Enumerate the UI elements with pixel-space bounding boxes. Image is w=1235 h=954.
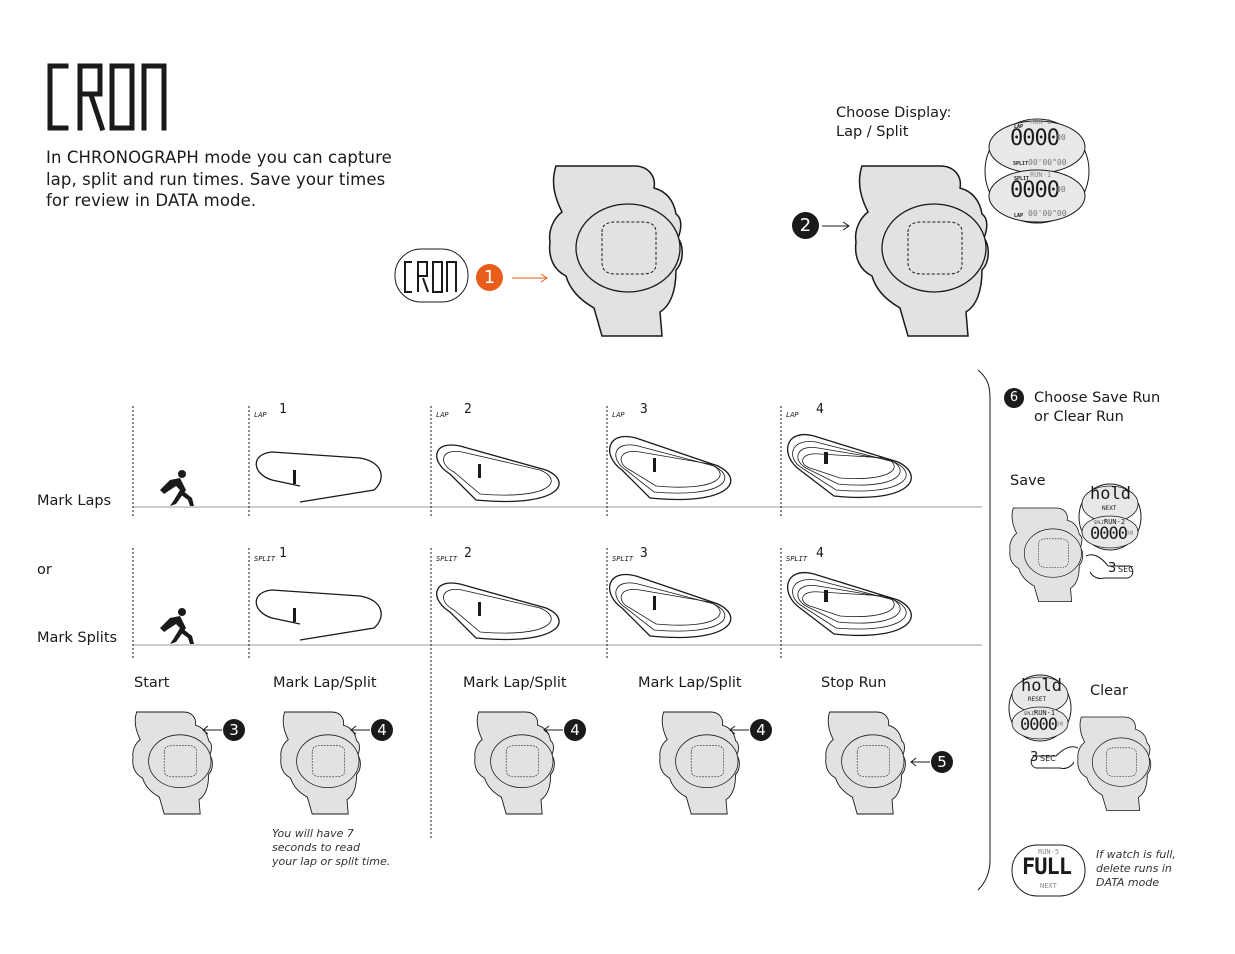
runner-icon-laps [160,470,194,506]
mark-laps-label: Mark Laps [37,493,112,509]
clear-reset-text: RESET [1028,696,1047,703]
clear-run-text: RUN-1 [1034,709,1056,717]
clear-big-digits: 0000 [1020,715,1058,735]
lap-2-num: 2 [464,402,472,417]
lap-4-label: LAP [786,411,799,419]
step-4-badge-c: 4 [750,719,772,741]
start-label: Start [134,675,170,691]
disp-a-bottom-label: SPLIT [1013,161,1029,167]
cron-title-lcd [47,63,167,132]
step-4-badge-b: 4 [564,719,586,741]
lap-3-num: 3 [640,402,648,417]
mark-splits-label: Mark Splits [37,630,118,646]
clear-sec-value: 3 [1030,750,1039,765]
disp-b-run: RUN-1 [1030,171,1052,179]
disp-b-big: 0000 [1010,178,1060,203]
save-next-text: NEXT [1102,505,1117,512]
disp-a-big: 0000 [1010,126,1060,151]
watch-stop [825,711,906,815]
mark-lap-split-label-3: Mark Lap/Split [638,675,742,691]
watch-clear [1077,716,1152,811]
clear-small-digits: 00 [1056,721,1064,728]
lap-4-num: 4 [816,402,824,417]
lap-tracks [255,433,912,503]
watch-mark1 [280,711,361,815]
split-4-num: 4 [816,546,824,561]
watch-step1 [548,165,684,337]
disp-b-bottom-time: 00'00"00 [1028,209,1067,218]
lap-1-label: LAP [254,411,267,419]
clear-sec-unit: SEC [1040,754,1056,763]
lap-2-label: LAP [436,411,449,419]
full-display-bubble [1011,844,1086,897]
step-5-badge: 5 [931,751,953,773]
step-6-badge: 6 [1004,388,1024,408]
lap-3-label: LAP [612,411,625,419]
runner-icon-splits [160,608,194,644]
save-sec-unit: SEC [1118,565,1134,574]
small-runner-icons [293,452,828,622]
step-4-badge-a: 4 [371,719,393,741]
choose-save-clear-label: Choose Save Run or Clear Run [1034,390,1161,425]
disp-a-top-label: LAP [1014,124,1024,130]
watch-start [132,711,213,815]
save-small-digits: 00 [1126,530,1134,537]
right-panel-bracket [977,369,991,891]
disp-a-run: RUN-1 [1030,118,1052,126]
clear-label: Clear [1090,683,1128,699]
split-2-num: 2 [464,546,472,561]
lap-1-num: 1 [279,402,287,417]
button-arrows [202,725,930,767]
read-time-note: You will have 7 seconds to read your lap… [272,827,391,868]
disp-a-bottom-time: 00'00"00 [1028,158,1067,167]
save-split-label: SPLIT [1094,520,1107,525]
mark-lap-split-label-1: Mark Lap/Split [273,675,377,691]
disp-b-top-label: SPLIT [1014,176,1030,182]
save-hold-text: hold [1090,484,1131,504]
hand-icon-save [1085,554,1134,579]
split-1-label: SPLIT [254,555,276,563]
mark-lap-split-label-2: Mark Lap/Split [463,675,567,691]
full-note: If watch is full, delete runs in DATA mo… [1096,848,1176,889]
save-run-text: RUN-2 [1104,518,1126,526]
save-sec-value: 3 [1108,561,1117,576]
split-3-label: SPLIT [612,555,634,563]
split-4-label: SPLIT [786,555,808,563]
hand-icon-clear [1030,746,1079,769]
watch-step2 [854,165,990,337]
clear-hold-text: hold [1021,676,1062,696]
disp-b-bottom-label: LAP [1014,213,1024,219]
disp-b-small: 00 [1056,185,1066,194]
stop-run-label: Stop Run [821,675,887,691]
full-text: FULL [1022,855,1072,880]
split-1-num: 1 [279,546,287,561]
mode-display-lcd [404,261,457,293]
choose-display-label: Choose Display: Lap / Split [836,105,952,140]
step-2-badge: 2 [792,212,819,239]
or-label: or [37,562,52,578]
split-2-label: SPLIT [436,555,458,563]
split-tracks [255,571,912,641]
full-run-text: RUN-5 [1038,848,1060,856]
watch-mark3 [659,711,740,815]
save-label: Save [1010,473,1046,489]
save-big-digits: 0000 [1090,524,1128,544]
split-3-num: 3 [640,546,648,561]
full-next-text: NEXT [1040,882,1057,890]
watch-mark2 [474,711,555,815]
intro-text: In CHRONOGRAPH mode you can capture lap,… [46,148,392,210]
watch-save [1009,507,1084,602]
step-1-badge: 1 [476,264,503,291]
disp-a-small: 00 [1056,133,1066,142]
step-3-badge: 3 [223,719,245,741]
clear-split-label: SPLIT [1024,711,1037,716]
column-dividers [132,406,782,840]
